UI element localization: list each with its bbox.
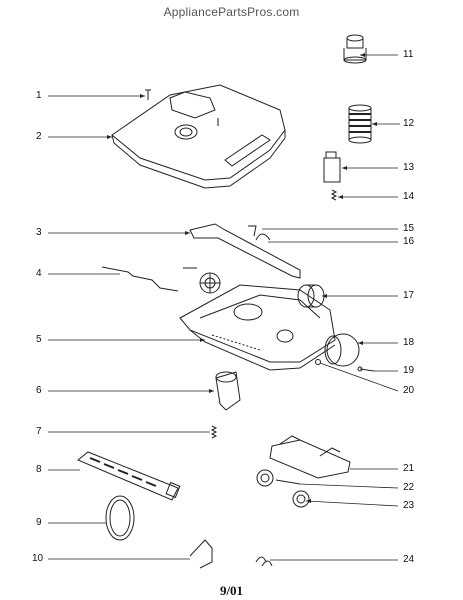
callout-3: 3 bbox=[36, 227, 42, 238]
callout-11: 11 bbox=[403, 49, 414, 60]
part-5-base-housing bbox=[179, 284, 336, 371]
part-3-bumper-strip bbox=[189, 223, 301, 279]
callout-10: 10 bbox=[32, 553, 44, 564]
part-1-screw bbox=[145, 89, 151, 100]
callout-23: 23 bbox=[403, 500, 415, 511]
part-22-rod bbox=[275, 479, 301, 485]
part-8-brushroll bbox=[77, 451, 181, 501]
callout-19: 19 bbox=[403, 365, 415, 376]
callout-12: 12 bbox=[403, 118, 415, 129]
callout-13: 13 bbox=[403, 162, 415, 173]
part-19-axle bbox=[357, 366, 375, 372]
part-17-coupling bbox=[297, 284, 325, 308]
part-2-hood-cover bbox=[111, 84, 286, 189]
callout-7: 7 bbox=[36, 426, 42, 437]
callout-18: 18 bbox=[403, 337, 415, 348]
leader-lines bbox=[48, 54, 400, 561]
part-23-wheels bbox=[256, 469, 310, 508]
part-7-spring bbox=[210, 425, 218, 439]
callout-1: 1 bbox=[36, 90, 42, 101]
part-9-belt bbox=[105, 495, 135, 541]
part-21-carriage bbox=[269, 435, 351, 479]
fan-wheel bbox=[183, 267, 221, 294]
callout-9: 9 bbox=[36, 517, 42, 528]
part-16-hook bbox=[255, 233, 271, 241]
callout-22: 22 bbox=[403, 482, 415, 493]
callout-16: 16 bbox=[403, 236, 415, 247]
callout-5: 5 bbox=[36, 334, 42, 345]
part-4-wire-spring bbox=[101, 266, 179, 292]
callout-21: 21 bbox=[403, 463, 415, 474]
part-13-switch bbox=[323, 151, 341, 183]
callout-2: 2 bbox=[36, 131, 42, 142]
callout-24: 24 bbox=[403, 554, 415, 565]
part-11-knob bbox=[343, 34, 367, 64]
part-14-spring bbox=[330, 189, 338, 201]
part-18-wheel bbox=[324, 333, 360, 367]
callout-17: 17 bbox=[403, 290, 415, 301]
part-15-clip bbox=[248, 225, 257, 237]
date-code: 9/01 bbox=[219, 583, 244, 598]
watermark: AppliancePartsPros.com bbox=[163, 5, 300, 19]
callout-15: 15 bbox=[403, 223, 415, 234]
callout-8: 8 bbox=[36, 464, 42, 475]
callout-6: 6 bbox=[36, 385, 42, 396]
callout-14: 14 bbox=[403, 191, 415, 202]
callout-20: 20 bbox=[403, 385, 415, 396]
part-10-clip bbox=[189, 539, 213, 569]
part-20-washer bbox=[315, 359, 321, 365]
part-12-filter bbox=[348, 104, 372, 144]
leader-arrows bbox=[107, 53, 377, 503]
part-6-cap bbox=[215, 371, 241, 411]
callout-4: 4 bbox=[36, 268, 42, 279]
part-24-clip bbox=[255, 556, 273, 567]
